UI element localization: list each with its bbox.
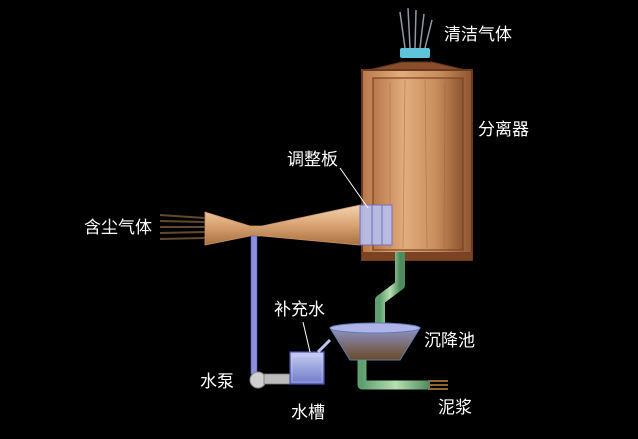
water-tank (289, 351, 325, 385)
dust-particle-icon (159, 214, 206, 240)
baffle-leader-line (339, 167, 369, 209)
label-separator: 分离器 (478, 120, 529, 140)
water-pump (249, 371, 291, 389)
label-dusty-gas: 含尘气体 (84, 218, 152, 238)
sludge-output-icon (428, 380, 448, 390)
label-clean-gas: 清洁气体 (444, 25, 512, 45)
drain-pipe (375, 252, 405, 330)
label-settling-tank: 沉降池 (424, 331, 475, 351)
makeup-water-pipe (302, 321, 311, 353)
label-water-tank: 水槽 (291, 403, 325, 423)
label-water-pump: 水泵 (200, 372, 234, 392)
venturi-throat (204, 204, 393, 246)
clean-gas-spray-icon (399, 7, 433, 58)
label-makeup-water: 补充水 (274, 300, 325, 320)
label-sludge: 泥浆 (438, 398, 472, 418)
water-supply-pipe (250, 235, 258, 375)
label-baffle: 调整板 (287, 150, 338, 170)
settling-tank (329, 322, 430, 390)
